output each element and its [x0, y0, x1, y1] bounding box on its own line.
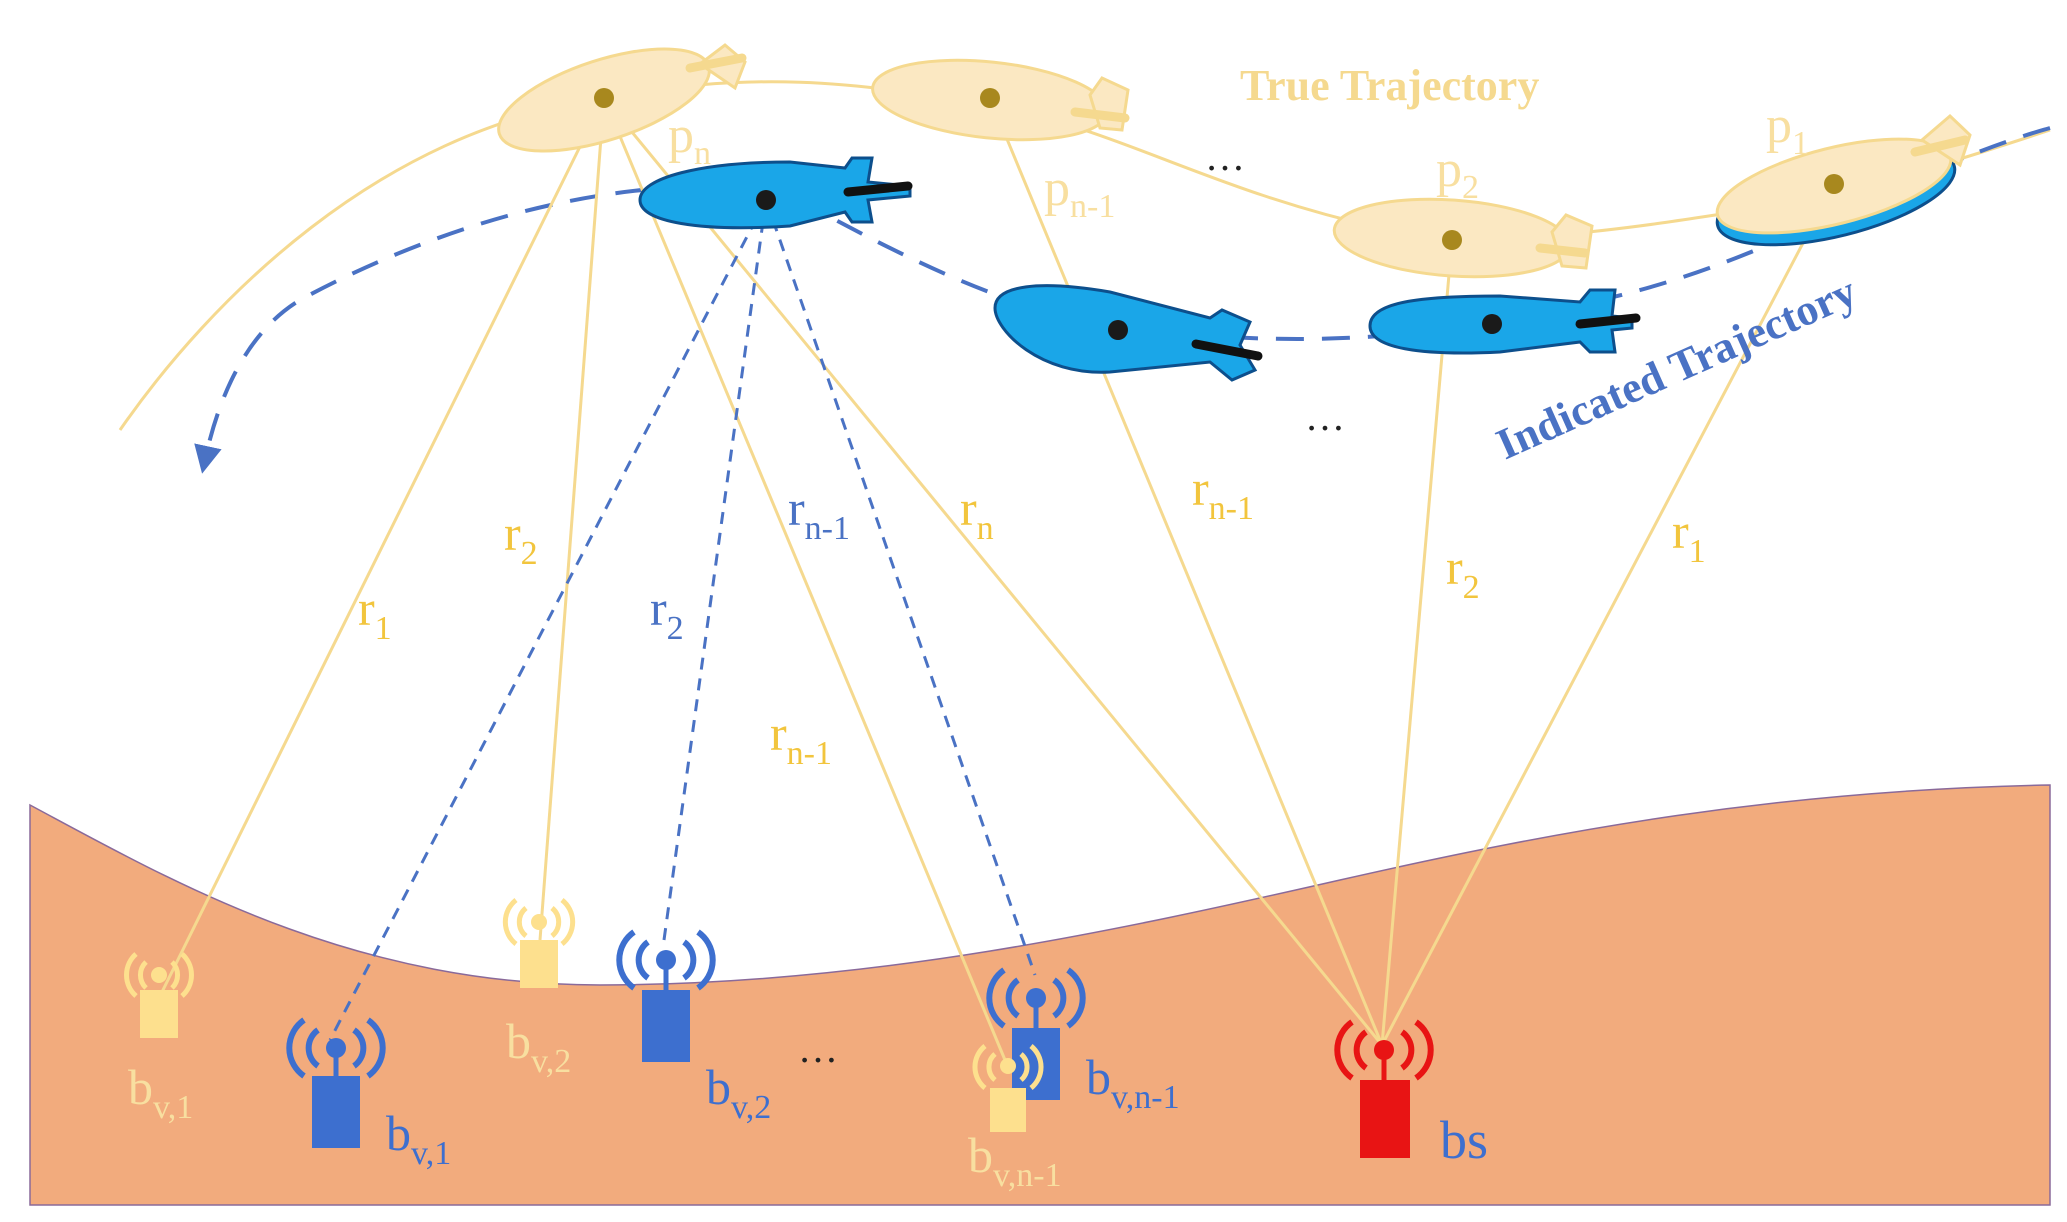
auv-indicated-p2	[1368, 288, 1641, 355]
label-p-n-1: pn-1	[1044, 160, 1115, 225]
station-bv2-virtual	[616, 929, 716, 1062]
auv-indicated-pn	[638, 156, 913, 230]
auv-true-pn1	[871, 58, 1130, 142]
label-rn: rn	[960, 480, 994, 547]
label-r2-right: r2	[1446, 539, 1480, 606]
label-r1-right: r1	[1672, 503, 1706, 570]
indicated-range-line-1	[328, 199, 768, 1041]
true-trajectory-label: True Trajectory	[1240, 61, 1539, 110]
ellipsis-top: …	[1205, 134, 1245, 179]
label-r2-left: r2	[504, 505, 538, 572]
label-bv2-virtual: bv,2	[706, 1059, 771, 1126]
range-line-pn-bv2	[538, 97, 606, 941]
ellipsis-stations: …	[798, 1026, 838, 1071]
label-bv1-virtual: bv,1	[386, 1105, 451, 1172]
label-bs: bs	[1440, 1110, 1488, 1170]
station-bs	[1334, 1019, 1434, 1158]
label-rn1-blue: rn-1	[788, 480, 850, 547]
station-bv1-virtual	[286, 1017, 386, 1148]
label-p-n: pn	[668, 107, 711, 172]
range-line-pn1-bs	[988, 97, 1384, 1046]
auv-true-p2	[1332, 197, 1594, 279]
label-bv1-true: bv,1	[128, 1059, 193, 1126]
indicated-range-line-2	[662, 199, 768, 941]
label-bvn1-true: bv,n-1	[968, 1127, 1062, 1194]
auv-true-pn	[497, 43, 747, 153]
range-line-pn-bs	[602, 97, 1384, 1046]
label-r2-blue: r2	[650, 580, 684, 647]
range-line-p1-bs	[1380, 183, 1836, 1046]
indicated-range-line-3	[764, 199, 1037, 976]
true-range-lines	[160, 97, 1836, 1061]
auv-indicated-pn1	[993, 284, 1263, 382]
range-line-p2-bs	[1380, 239, 1454, 1046]
indicated-range-lines	[328, 199, 1037, 1041]
ellipsis-indicated: …	[1305, 394, 1345, 439]
range-line-pn-bv1	[160, 97, 606, 993]
station-bv1-true	[124, 952, 194, 1038]
indicated-trajectory-label: Indicated Trajectory	[1489, 266, 1864, 469]
label-p-2: p2	[1436, 141, 1479, 206]
auv-true-p1	[1715, 113, 1972, 247]
range-line-pn-bvn1	[602, 97, 1007, 1061]
true-trajectory-line	[118, 80, 2051, 431]
label-bvn1-virtual: bv,n-1	[1086, 1049, 1180, 1116]
label-bv2-true: bv,2	[506, 1013, 571, 1080]
label-rn1-mid: rn-1	[770, 705, 832, 772]
station-bvn1-true	[972, 1044, 1044, 1132]
label-rn1-right: rn-1	[1192, 460, 1254, 527]
label-p-1: p1	[1766, 97, 1809, 162]
station-bv2-true	[502, 898, 576, 988]
label-r1-left: r1	[358, 580, 392, 647]
